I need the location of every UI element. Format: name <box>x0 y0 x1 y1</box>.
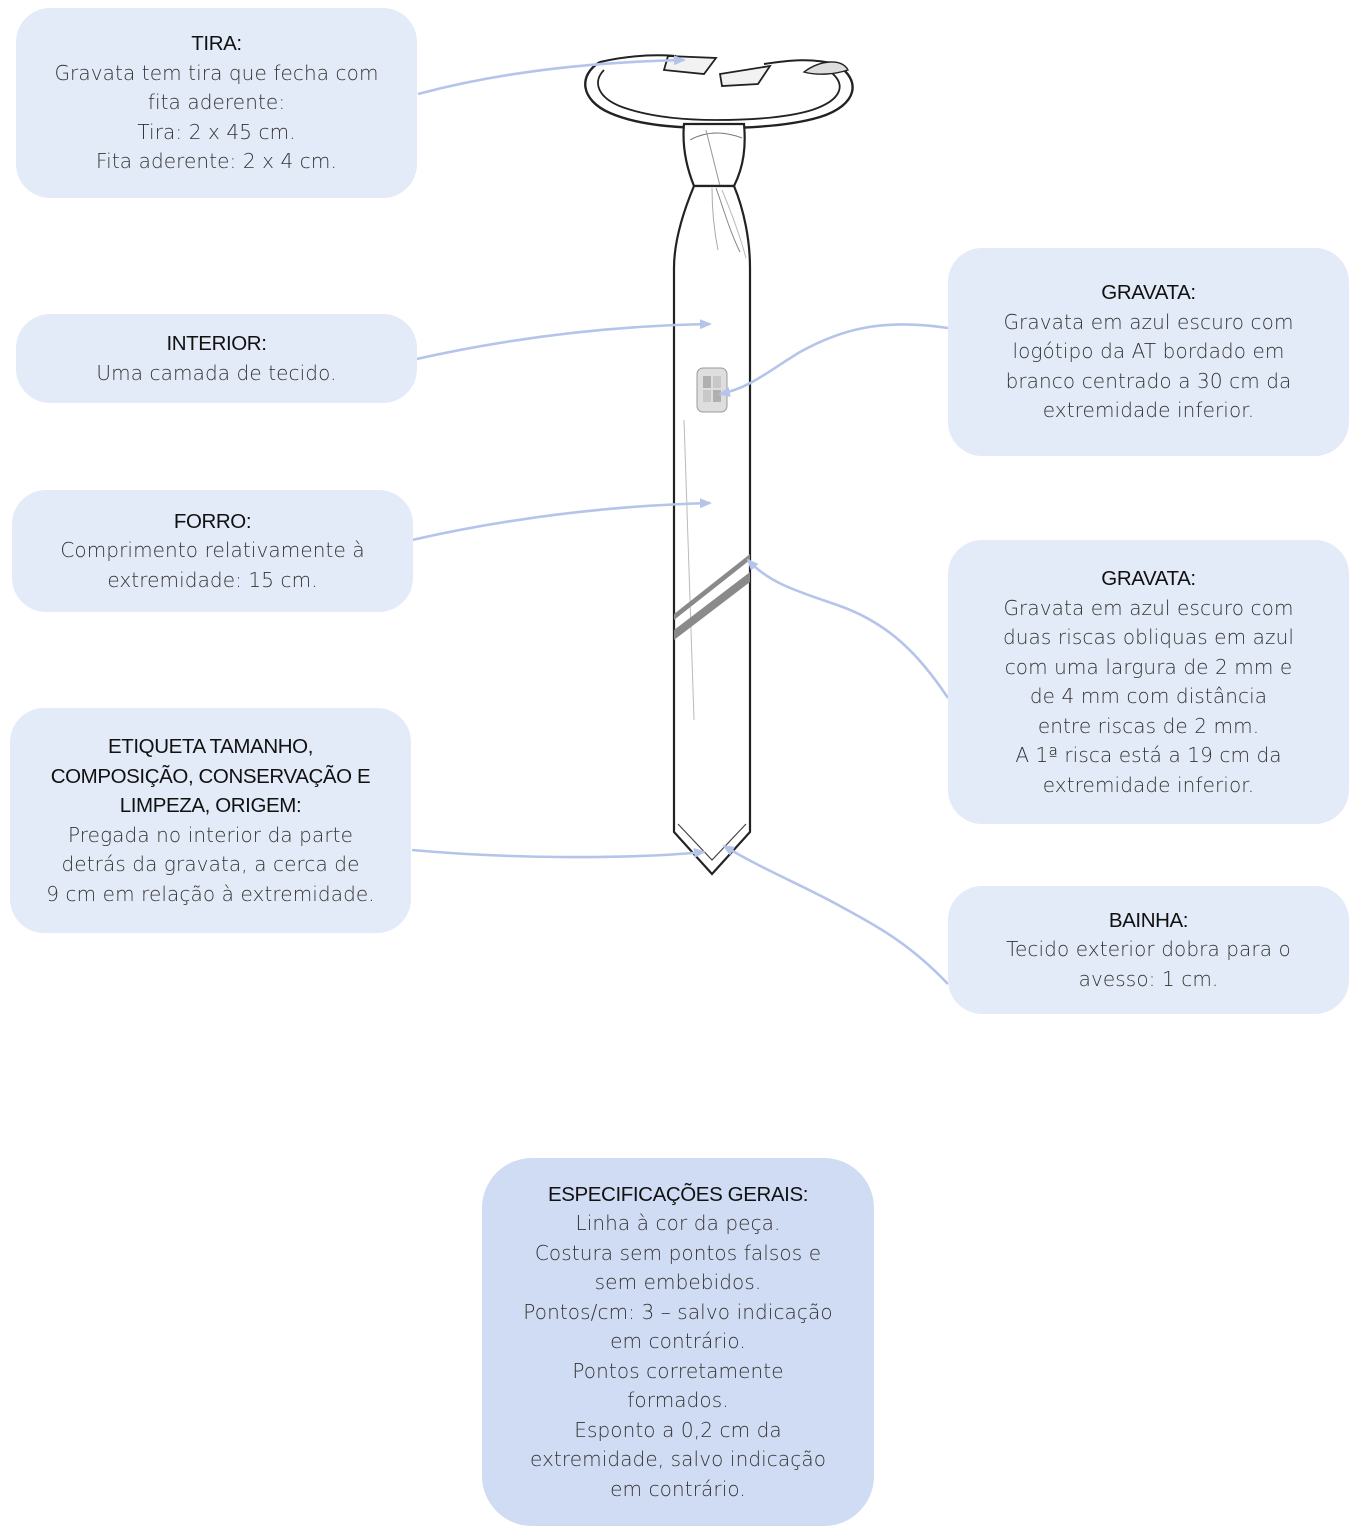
callout-bainha: BAINHA: Tecido exterior dobra para o ave… <box>948 886 1349 1014</box>
callout-gravata-logo-heading: GRAVATA: <box>1101 281 1196 305</box>
callout-etiqueta-heading-line: LIMPEZA, ORIGEM: <box>119 794 302 817</box>
leader-forro <box>411 498 712 542</box>
callout-gravata-riscas-line: extremidade inferior. <box>1042 772 1255 797</box>
callout-forro-line: extremidade: 15 cm. <box>107 567 318 592</box>
callout-forro: FORRO: Comprimento relativamente à extre… <box>12 490 413 612</box>
callout-gravata-logo-line: extremidade inferior. <box>1042 398 1255 423</box>
callout-etiqueta-heading-line: ETIQUETA TAMANHO, <box>107 735 314 758</box>
callout-interior: INTERIOR: Uma camada de tecido. <box>16 314 417 403</box>
callout-gravata-riscas-body: Gravata em azul escuro com duas riscas o… <box>1003 594 1294 801</box>
general-specifications-line: Esponto a 0,2 cm da <box>574 1417 782 1442</box>
callout-tira-line: Fita aderente: 2 x 4 cm. <box>96 149 337 174</box>
callout-gravata-riscas-heading: GRAVATA: <box>1101 567 1196 590</box>
callout-etiqueta-heading-line: COMPOSIÇÃO, CONSERVAÇÃO E <box>50 764 371 788</box>
general-specifications-line: formados. <box>627 1388 729 1413</box>
callout-forro-heading: FORRO: <box>173 509 252 533</box>
callout-gravata-logo-body: Gravata em azul escuro com logótipo da A… <box>1003 308 1293 426</box>
callout-tira: TIRA: Gravata tem tira que fecha com fit… <box>16 8 417 198</box>
callout-tira-heading: TIRA: <box>191 32 242 56</box>
callout-gravata-logo-line: branco centrado a 30 cm da <box>1005 368 1292 393</box>
leader-gravata-logo <box>718 323 949 397</box>
callout-interior-line: Uma camada de tecido. <box>96 360 337 385</box>
general-specifications-line: Pontos/cm: 3 – salvo indicação <box>523 1299 833 1324</box>
general-specifications-line: extremidade, salvo indicação <box>529 1447 827 1472</box>
general-specifications-line: Linha à cor da peça. <box>575 1211 781 1236</box>
callout-etiqueta-line: detrás da gravata, a cerca de <box>61 852 360 876</box>
general-specifications: ESPECIFICAÇÕES GERAIS: Linha à cor da pe… <box>482 1158 874 1526</box>
callout-interior-body: Uma camada de tecido. <box>96 359 336 389</box>
callout-tira-line: Gravata tem tira que fecha com <box>54 60 379 85</box>
callout-gravata-riscas-line: com uma largura de 2 mm e <box>1004 654 1293 679</box>
at-logo-emblem <box>696 367 728 413</box>
callout-gravata-logo: GRAVATA: Gravata em azul escuro com logó… <box>948 248 1349 456</box>
general-specifications-line: em contrário. <box>610 1329 746 1354</box>
callout-gravata-logo-line: logótipo da AT bordado em <box>1012 339 1285 364</box>
callout-gravata-logo-line: Gravata em azul escuro com <box>1003 309 1294 334</box>
general-specifications-line: Pontos corretamente <box>572 1358 784 1383</box>
callout-forro-body: Comprimento relativamente à extremidade:… <box>60 536 364 595</box>
callout-interior-heading: INTERIOR: <box>166 332 267 355</box>
general-specifications-line: sem embebidos. <box>594 1270 762 1295</box>
callout-gravata-riscas-line: entre riscas de 2 mm. <box>1037 713 1260 738</box>
callout-tira-body: Gravata tem tira que fecha com fita ader… <box>54 59 378 177</box>
callout-bainha-line: Tecido exterior dobra para o <box>1006 937 1291 962</box>
callout-bainha-heading: BAINHA: <box>1108 908 1189 932</box>
callout-bainha-line: avesso: 1 cm. <box>1078 966 1219 991</box>
general-specifications-line: em contrário. <box>610 1476 746 1501</box>
leader-etiqueta <box>411 847 706 859</box>
tie-knot <box>682 122 746 188</box>
neck-strap <box>584 54 854 130</box>
leader-bainha <box>722 844 949 985</box>
leader-lines <box>411 55 950 985</box>
oblique-stripes <box>674 554 750 640</box>
callout-gravata-riscas-line: A 1ª risca está a 19 cm da <box>1015 743 1282 767</box>
callout-gravata-riscas-line: de 4 mm com distância <box>1029 684 1268 708</box>
callout-forro-line: Comprimento relativamente à <box>60 538 365 563</box>
callout-etiqueta-line: Pregada no interior da parte <box>67 822 354 847</box>
callout-gravata-riscas-line: Gravata em azul escuro com <box>1003 595 1294 620</box>
general-specifications-line: Costura sem pontos falsos e <box>534 1240 822 1265</box>
callout-gravata-riscas: GRAVATA: Gravata em azul escuro com duas… <box>948 540 1349 824</box>
general-specifications-body: Linha à cor da peça. Costura sem pontos … <box>523 1209 832 1504</box>
callout-tira-line: fita aderente: <box>147 90 286 115</box>
callout-etiqueta: ETIQUETA TAMANHO, COMPOSIÇÃO, CONSERVAÇÃ… <box>10 708 411 933</box>
callout-bainha-body: Tecido exterior dobra para o avesso: 1 c… <box>1006 935 1291 994</box>
callout-tira-line: Tira: 2 x 45 cm. <box>137 119 296 144</box>
general-specifications-heading: ESPECIFICAÇÕES GERAIS: <box>547 1182 809 1206</box>
callout-gravata-riscas-line: duas riscas obliquas em azul <box>1002 625 1294 649</box>
leader-interior <box>411 319 712 362</box>
tie-blade <box>672 184 752 876</box>
callout-etiqueta-line: 9 cm em relação à extremidade. <box>46 881 375 906</box>
leader-gravata-riscas <box>746 558 950 699</box>
callout-etiqueta-heading: ETIQUETA TAMANHO, COMPOSIÇÃO, CONSERVAÇÃ… <box>51 732 371 821</box>
leader-tira <box>417 55 686 96</box>
callout-etiqueta-body: Pregada no interior da parte detrás da g… <box>46 821 375 910</box>
